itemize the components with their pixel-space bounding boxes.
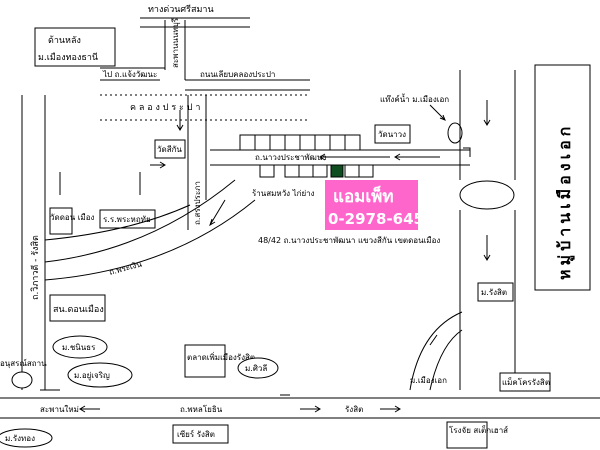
klong-prapa-road-label: ถนนเลียบคลองประปา [200, 70, 275, 79]
police-box [49, 294, 106, 322]
top-road-label: ทางด่วนศรีสมาน [148, 4, 214, 15]
m-rangthong-ellipse [0, 428, 53, 448]
vibhavadi-label: ถ.วิภาวดี - รังสิต [30, 235, 41, 300]
talad-box [184, 344, 226, 378]
wat-don-muang-label: วัดดอน เมือง [50, 213, 95, 222]
to-chaengwattana-label: ไป ถ.แจ้งวัฒนะ [102, 70, 157, 79]
roundabout [459, 180, 515, 210]
m-chanintorn-ellipse [52, 335, 108, 359]
mac-rangsit-label: แม็คโครรังสิต [502, 377, 550, 387]
m-yoocharoen-label: ม.อยู่เจริญ [74, 371, 110, 381]
future-rangsit-box [172, 424, 229, 444]
saphan-nonthaburi-label: สะพานนนทบุรี [171, 17, 180, 68]
shop-marker [330, 164, 344, 178]
m-chanintorn-label: ม.ชนินธร [62, 343, 96, 352]
anusawari-icon [11, 371, 33, 389]
shop-sompong-label: ร้านสมหวัง ไก่ย่าง [252, 189, 315, 198]
m-sirilee-label: ม.ศิวลี [245, 364, 267, 373]
wat-sikan-box [154, 139, 186, 159]
klong-prapa-label: ค ล อ ง ป ร ะ ป า [130, 103, 200, 113]
wat-navong-box [374, 124, 411, 144]
wat-sikan-label: วัดสีกัน [157, 145, 182, 154]
navong-road-label: ถ.นาวงประชาพัฒนา [255, 153, 327, 162]
songprapa-road-label: ถ.สรงประภา [193, 181, 202, 225]
rangsit-label: รังสิต [345, 405, 363, 414]
anusawari-label: อนุสรณ์สถาน [0, 358, 47, 368]
shop-phone: 0-2978-6451 [328, 210, 434, 228]
muang-ek-village-label: หมู่บ้านเมืองเอก [555, 123, 576, 280]
school-box [99, 209, 156, 229]
m-yoocharoen-ellipse [67, 362, 133, 388]
m-rangsit-box [477, 282, 514, 302]
shop-sign [325, 180, 418, 230]
rr-phrayuth-label: ร.ร.พระหฤทัย [103, 215, 151, 224]
m-rangthong-label: ม.รังทอง [5, 434, 35, 443]
mac-rangsit-box [499, 372, 551, 392]
tank-label: แท๊งค์น้ำ ม.เมืองเอก [380, 93, 449, 104]
m-sirilee-ellipse [237, 357, 279, 379]
muang-thong-label: ม.เมืองทองธานี [38, 52, 98, 63]
ban-lang-label: ด้านหลัง [48, 35, 81, 46]
direction-arrows [40, 100, 491, 413]
muang-thong-box [34, 27, 116, 67]
muang-ek-village-box [534, 64, 591, 291]
jusco-box [446, 421, 488, 449]
don-muang-police-label: สน.ดอนเมือง [53, 304, 104, 315]
shop-row [239, 134, 374, 178]
wat-don-muang-box [49, 207, 73, 235]
talad-label: ตลาดเพิ่มเมืองรังสิต [187, 351, 255, 362]
wat-navong-label: วัดนาวง [378, 130, 406, 139]
shop-address: 48/42 ถ.นาวงประชาพัฒนา แขวงสีกัน เขตดอนเ… [258, 236, 440, 245]
saphan-mai-label: สะพานใหม่ [40, 405, 79, 414]
future-rangsit-label: เซียร์ รังสิต [177, 429, 215, 439]
shop-name: แอมเพ็ท [333, 184, 394, 207]
phaholyothin-label: ถ.พหลโยธิน [180, 404, 223, 414]
jusco-label: โรงจัย สเต็กเฮาส์ [449, 425, 508, 435]
m-muang-ek-label: ม.เมืองเอก [410, 376, 447, 385]
m-rangsit-label: ม.รังสิต [481, 288, 507, 297]
tank-icon [447, 122, 463, 144]
